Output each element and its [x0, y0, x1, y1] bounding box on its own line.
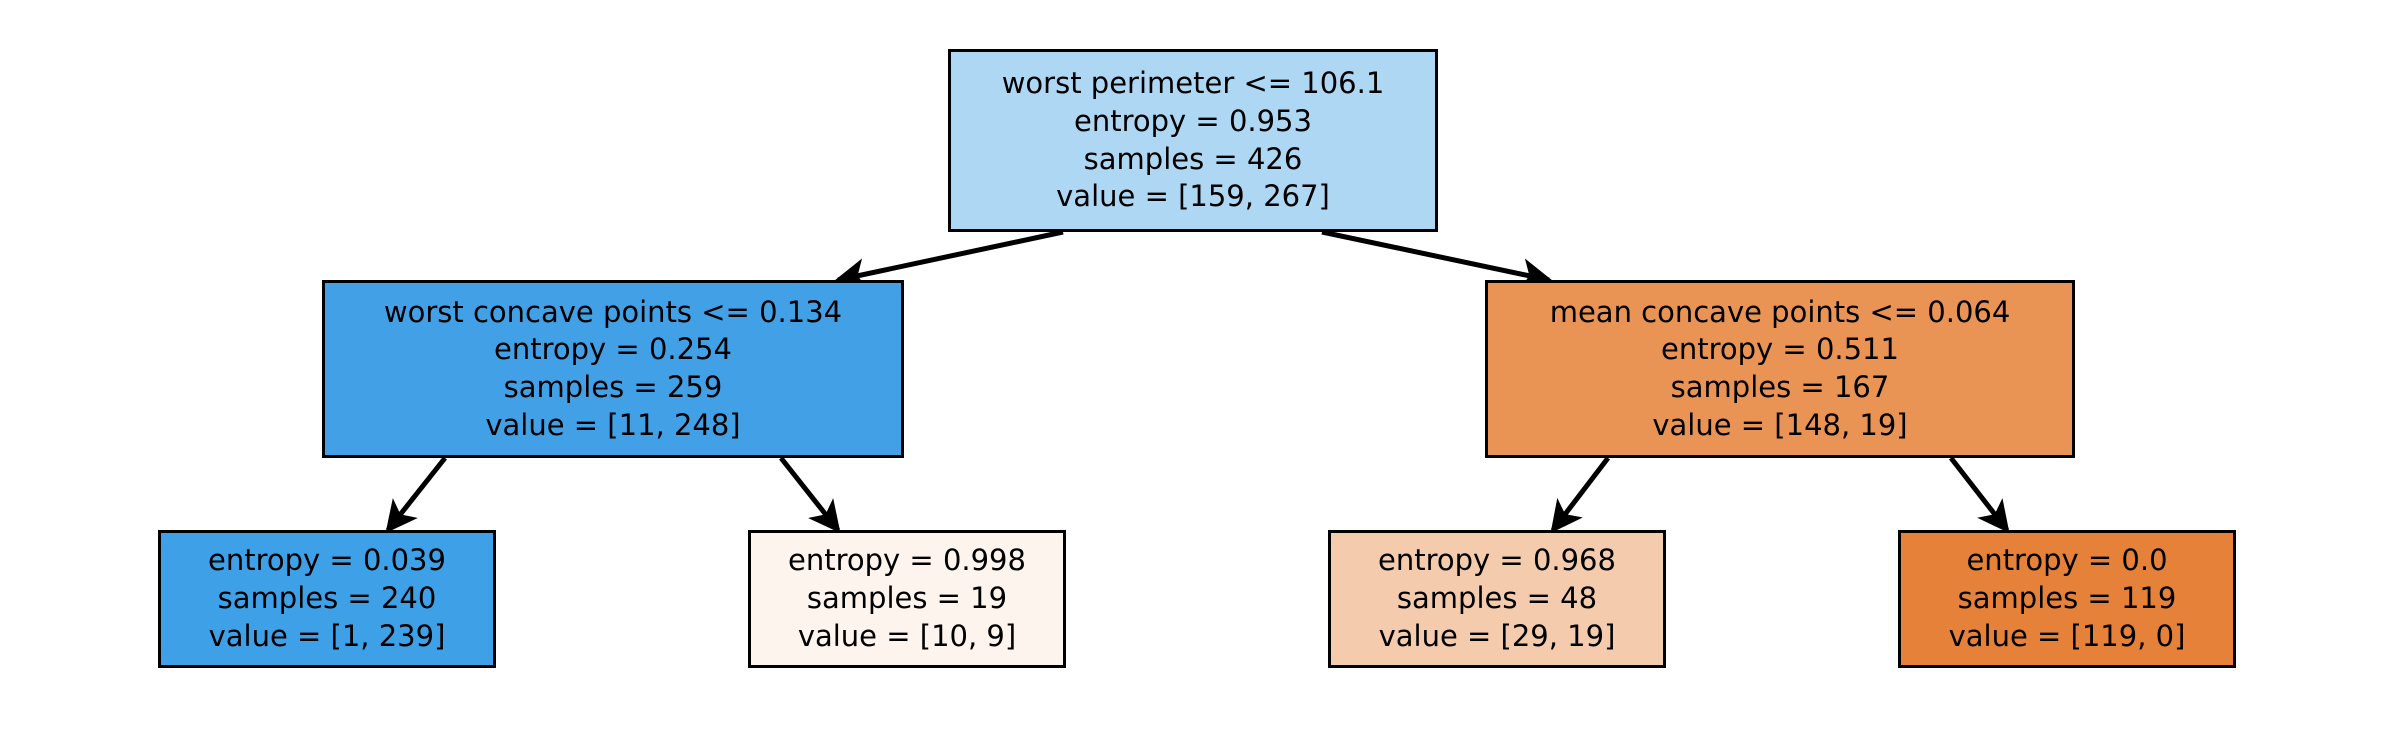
node-entropy: entropy = 0.511 — [1661, 332, 1899, 367]
node-value: value = [1, 239] — [208, 618, 446, 653]
tree-leaf-3[interactable]: entropy = 0.968 samples = 48 value = [29… — [1328, 530, 1666, 668]
node-samples: samples = 240 — [217, 581, 437, 616]
tree-leaf-1[interactable]: entropy = 0.039 samples = 240 value = [1… — [158, 530, 496, 668]
node-value: value = [148, 19] — [1652, 407, 1908, 442]
tree-edge — [1949, 456, 2010, 534]
node-entropy: entropy = 0.039 — [208, 543, 446, 578]
tree-edge — [779, 456, 841, 534]
tree-edge — [834, 229, 1064, 290]
tree-edge — [1550, 456, 1610, 534]
tree-edge — [385, 456, 447, 534]
node-entropy: entropy = 0.998 — [788, 543, 1026, 578]
node-samples: samples = 119 — [1957, 581, 2177, 616]
node-samples: samples = 426 — [1083, 141, 1303, 176]
tree-node-root[interactable]: worst perimeter <= 106.1 entropy = 0.953… — [948, 49, 1438, 232]
node-value: value = [119, 0] — [1948, 618, 2186, 653]
tree-edge — [1321, 229, 1553, 290]
node-value: value = [159, 267] — [1056, 179, 1330, 214]
node-condition: worst perimeter <= 106.1 — [1001, 66, 1385, 101]
node-entropy: entropy = 0.254 — [494, 332, 732, 367]
node-samples: samples = 19 — [806, 581, 1008, 616]
node-entropy: entropy = 0.953 — [1074, 103, 1312, 138]
tree-node-internal-left[interactable]: worst concave points <= 0.134 entropy = … — [322, 280, 904, 458]
node-samples: samples = 48 — [1396, 581, 1598, 616]
node-entropy: entropy = 0.0 — [1966, 543, 2168, 578]
tree-leaf-4[interactable]: entropy = 0.0 samples = 119 value = [119… — [1898, 530, 2236, 668]
node-value: value = [29, 19] — [1378, 618, 1616, 653]
node-condition: worst concave points <= 0.134 — [383, 294, 843, 329]
node-samples: samples = 167 — [1670, 370, 1890, 404]
tree-node-internal-right[interactable]: mean concave points <= 0.064 entropy = 0… — [1485, 280, 2075, 458]
node-value: value = [10, 9] — [797, 618, 1017, 653]
tree-leaf-2[interactable]: entropy = 0.998 samples = 19 value = [10… — [748, 530, 1066, 668]
node-samples: samples = 259 — [503, 370, 723, 404]
node-value: value = [11, 248] — [485, 407, 741, 442]
node-entropy: entropy = 0.968 — [1378, 543, 1616, 578]
node-condition: mean concave points <= 0.064 — [1549, 294, 2011, 329]
